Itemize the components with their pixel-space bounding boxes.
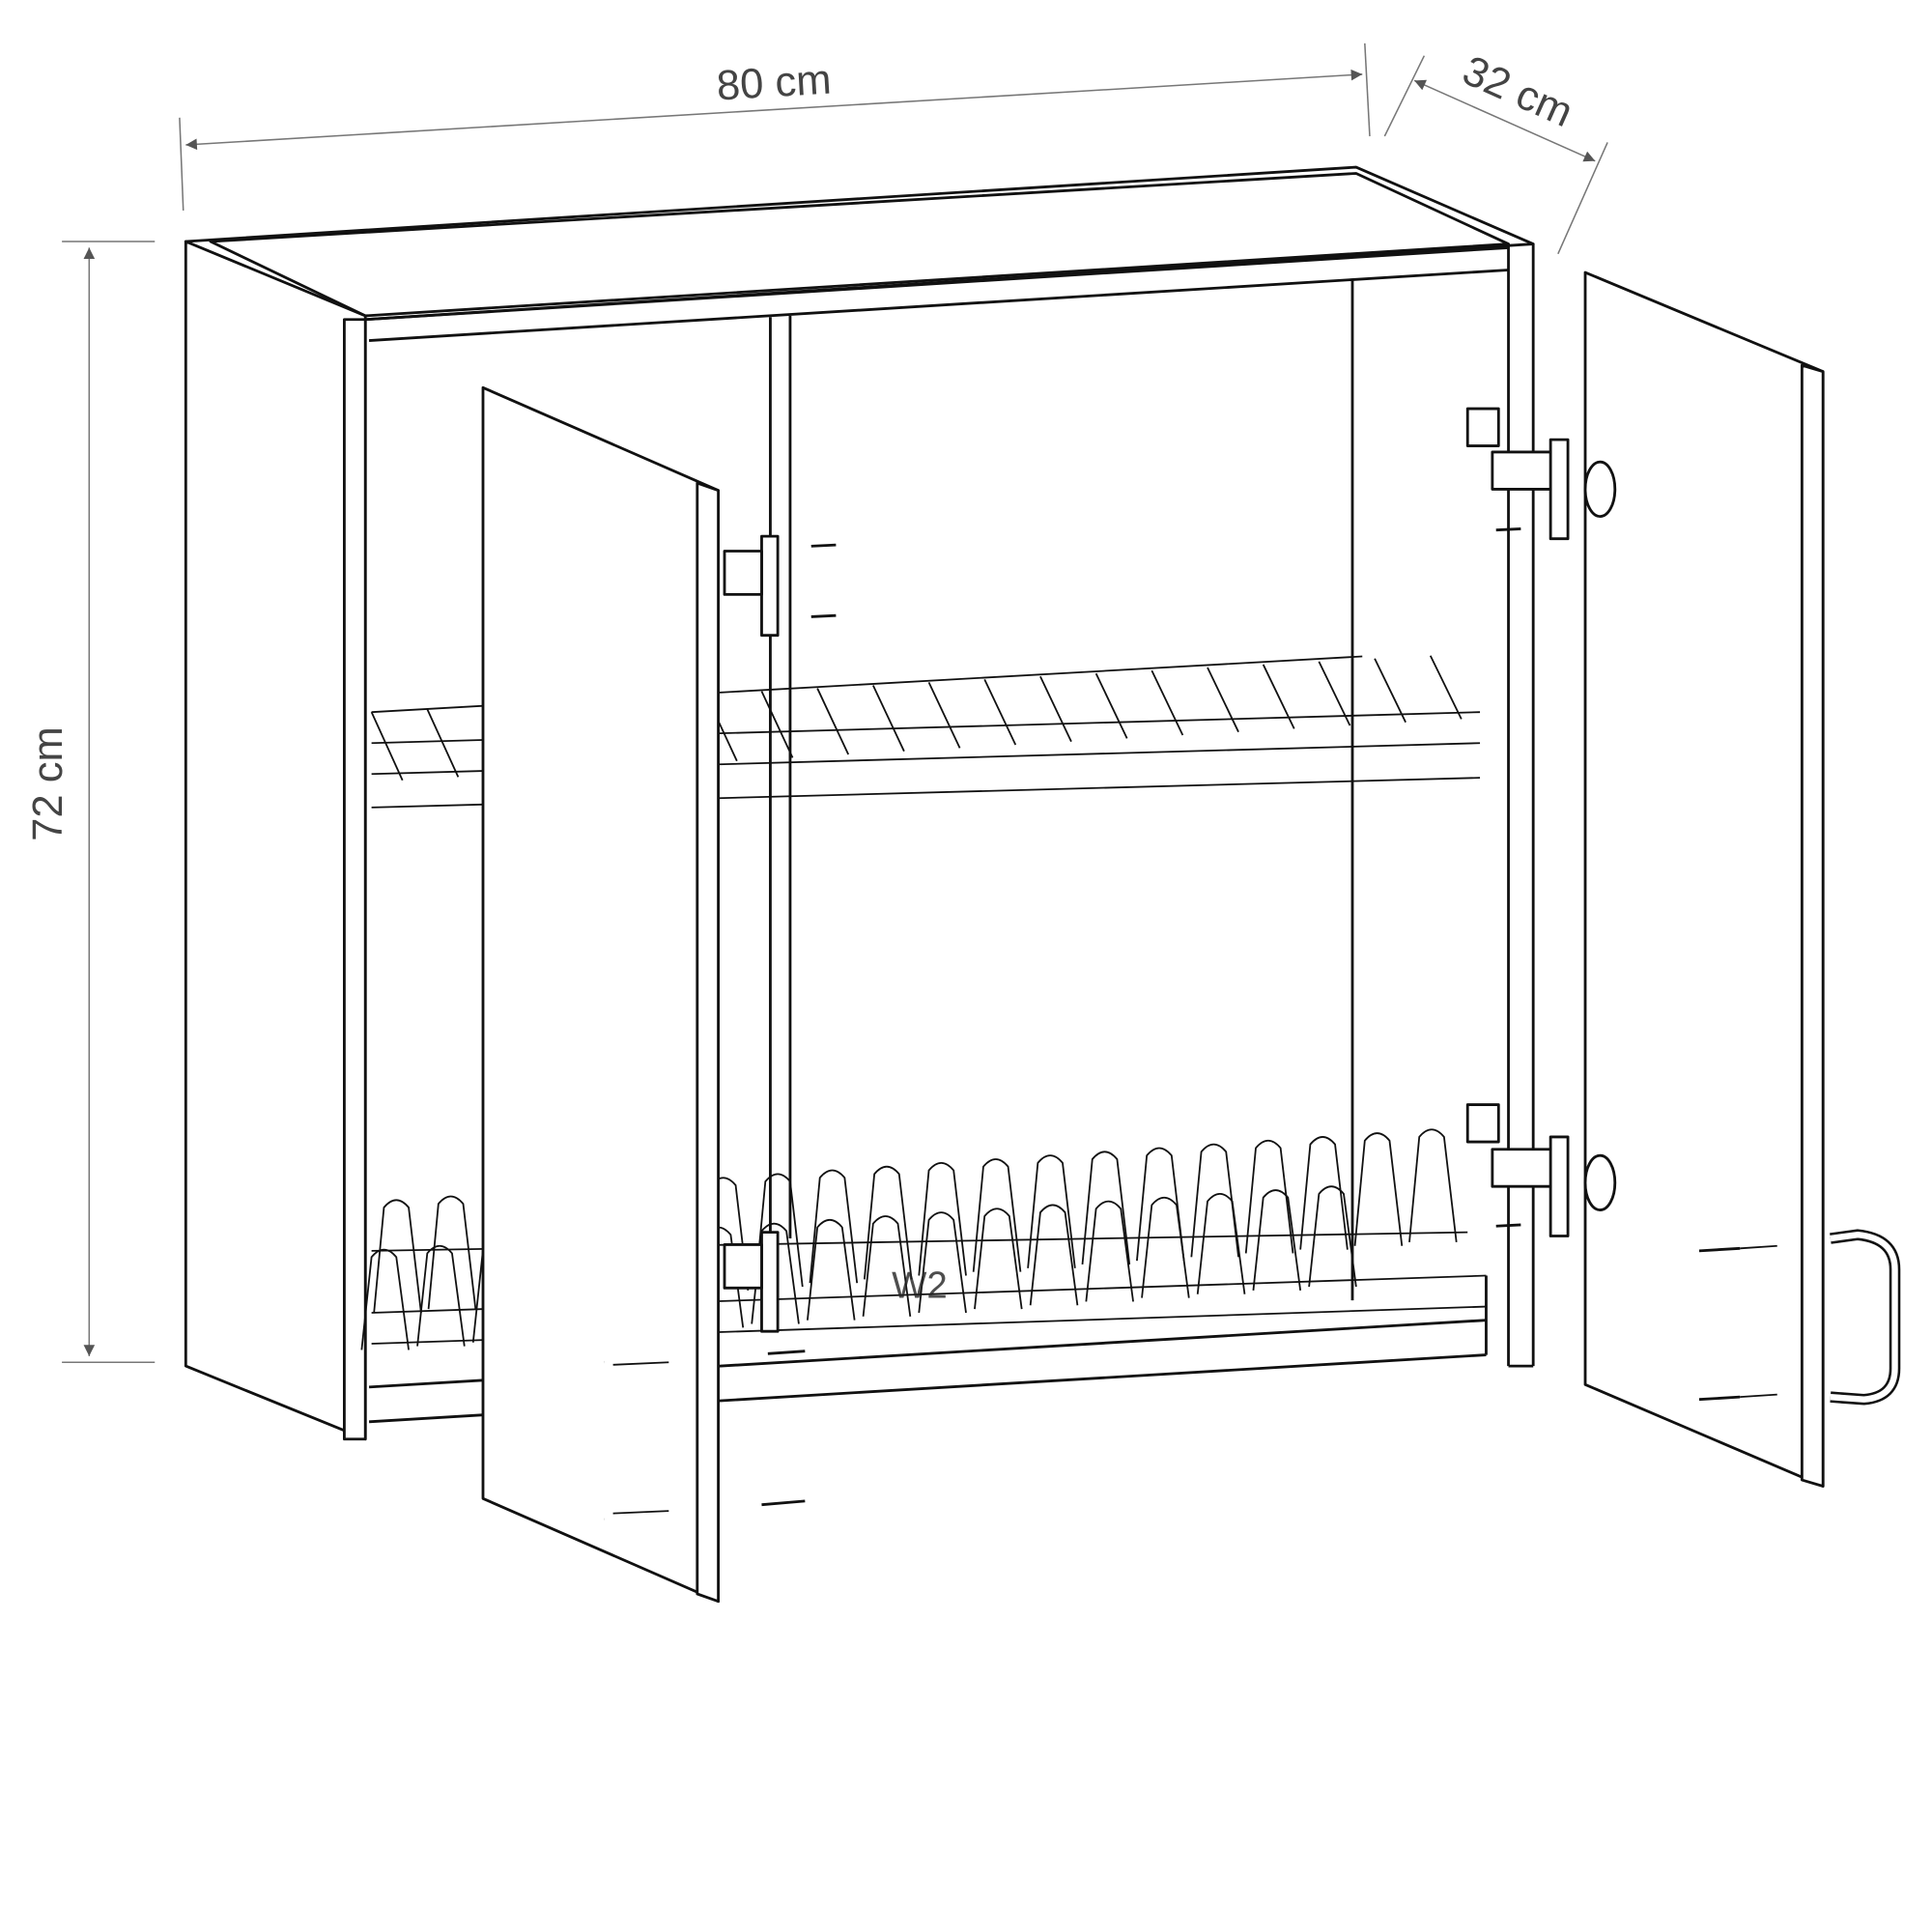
dish-prong — [1029, 1204, 1079, 1306]
dish-prong — [360, 1248, 410, 1350]
dish-prong — [863, 1165, 913, 1280]
dish-prong — [1190, 1143, 1239, 1258]
dish-prong — [1136, 1147, 1185, 1262]
rack-wire — [1207, 667, 1239, 733]
rack-wire — [760, 691, 794, 758]
height-label: 72 cm — [25, 726, 71, 841]
rack-wire — [927, 682, 961, 749]
dish-prong — [1141, 1196, 1190, 1298]
height-dimension: 72 cm — [25, 241, 156, 1364]
dish-prong — [862, 1215, 912, 1317]
rack-wire — [1318, 661, 1351, 726]
dish-prong — [1081, 1151, 1131, 1265]
rack-wire — [872, 685, 905, 753]
dish-prong — [1027, 1154, 1076, 1268]
dish-prong — [416, 1244, 466, 1347]
rack-wire — [1429, 655, 1463, 720]
dish-prong — [1085, 1200, 1134, 1302]
dish-prong — [974, 1208, 1023, 1310]
rack-wire — [426, 708, 460, 778]
dish-prong — [1252, 1189, 1302, 1292]
right-door-handle — [1830, 1231, 1898, 1403]
rack-wire — [816, 688, 850, 755]
width-dimension: 80 cm — [179, 43, 1371, 211]
rack-wire — [1262, 664, 1295, 729]
rack-wire — [1151, 669, 1184, 736]
width-label: 80 cm — [716, 57, 833, 110]
dish-prong — [754, 1173, 804, 1288]
rack-wire — [1374, 658, 1406, 724]
rack-wire — [1039, 675, 1072, 743]
rack-wire — [1094, 672, 1128, 739]
right-hinges — [1465, 407, 1617, 1237]
rack-wire — [983, 678, 1017, 746]
dish-prong — [427, 1195, 477, 1310]
dish-prong — [807, 1218, 856, 1321]
cabinet-carcass — [184, 165, 1535, 1441]
dish-prong — [1299, 1136, 1349, 1250]
part-label: W2 — [892, 1265, 948, 1307]
dish-prong — [1196, 1193, 1246, 1294]
depth-label: 32 cm — [1456, 47, 1579, 136]
rack-wire — [370, 711, 404, 781]
dish-prong — [1408, 1128, 1458, 1243]
dish-prong — [373, 1199, 422, 1314]
dish-prong — [918, 1161, 967, 1276]
dish-prong — [1308, 1185, 1357, 1288]
dish-prong — [1244, 1139, 1294, 1254]
right-door — [1583, 270, 1901, 1488]
dish-prong — [809, 1169, 859, 1284]
dish-prong — [972, 1158, 1022, 1272]
left-door — [481, 385, 721, 1604]
left-hinges — [723, 534, 837, 1507]
dish-prong — [918, 1211, 967, 1314]
dish-prong — [1353, 1132, 1404, 1246]
